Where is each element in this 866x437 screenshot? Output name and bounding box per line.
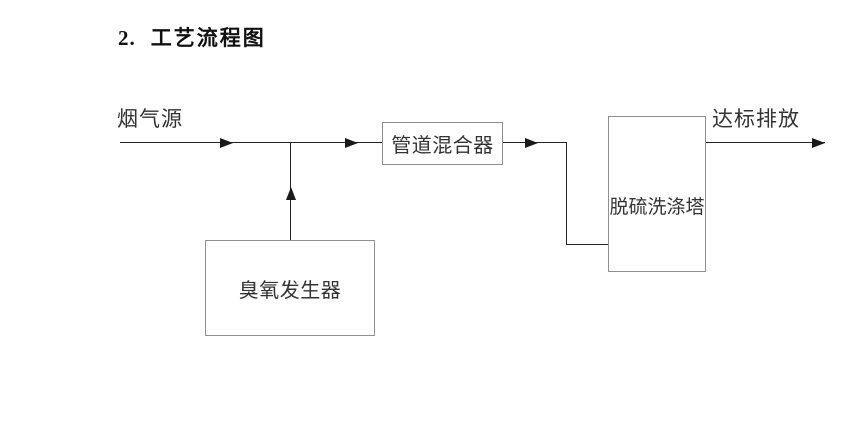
node-pipeline-mixer: 管道混合器 xyxy=(382,122,503,165)
node-desulfurization-tower: 脱硫洗涤塔 xyxy=(608,116,706,272)
arrow-right-icon xyxy=(525,138,538,148)
pipeline-mixer-label: 管道混合器 xyxy=(391,135,494,157)
heading-title: 工艺流程图 xyxy=(150,26,266,50)
ozone-generator-label: 臭氧发生器 xyxy=(238,279,342,302)
arrow-right-icon xyxy=(345,138,358,148)
arrow-right-icon xyxy=(220,138,233,148)
section-heading: 2. 工艺流程图 xyxy=(118,22,266,52)
arrow-up-icon xyxy=(286,187,296,200)
arrow-right-icon xyxy=(812,138,825,148)
flow-line-bend-down xyxy=(566,142,567,245)
discharge-label: 达标排放 xyxy=(712,107,800,131)
flow-line-into-tower xyxy=(566,244,608,245)
flow-line-tower-to-discharge xyxy=(706,142,825,143)
heading-number: 2. xyxy=(118,26,136,50)
flue-gas-source-label: 烟气源 xyxy=(117,107,183,131)
desulfurization-tower-label: 脱硫洗涤塔 xyxy=(609,196,705,218)
node-ozone-generator: 臭氧发生器 xyxy=(205,240,375,336)
flow-line-source-to-mixer xyxy=(120,142,382,143)
